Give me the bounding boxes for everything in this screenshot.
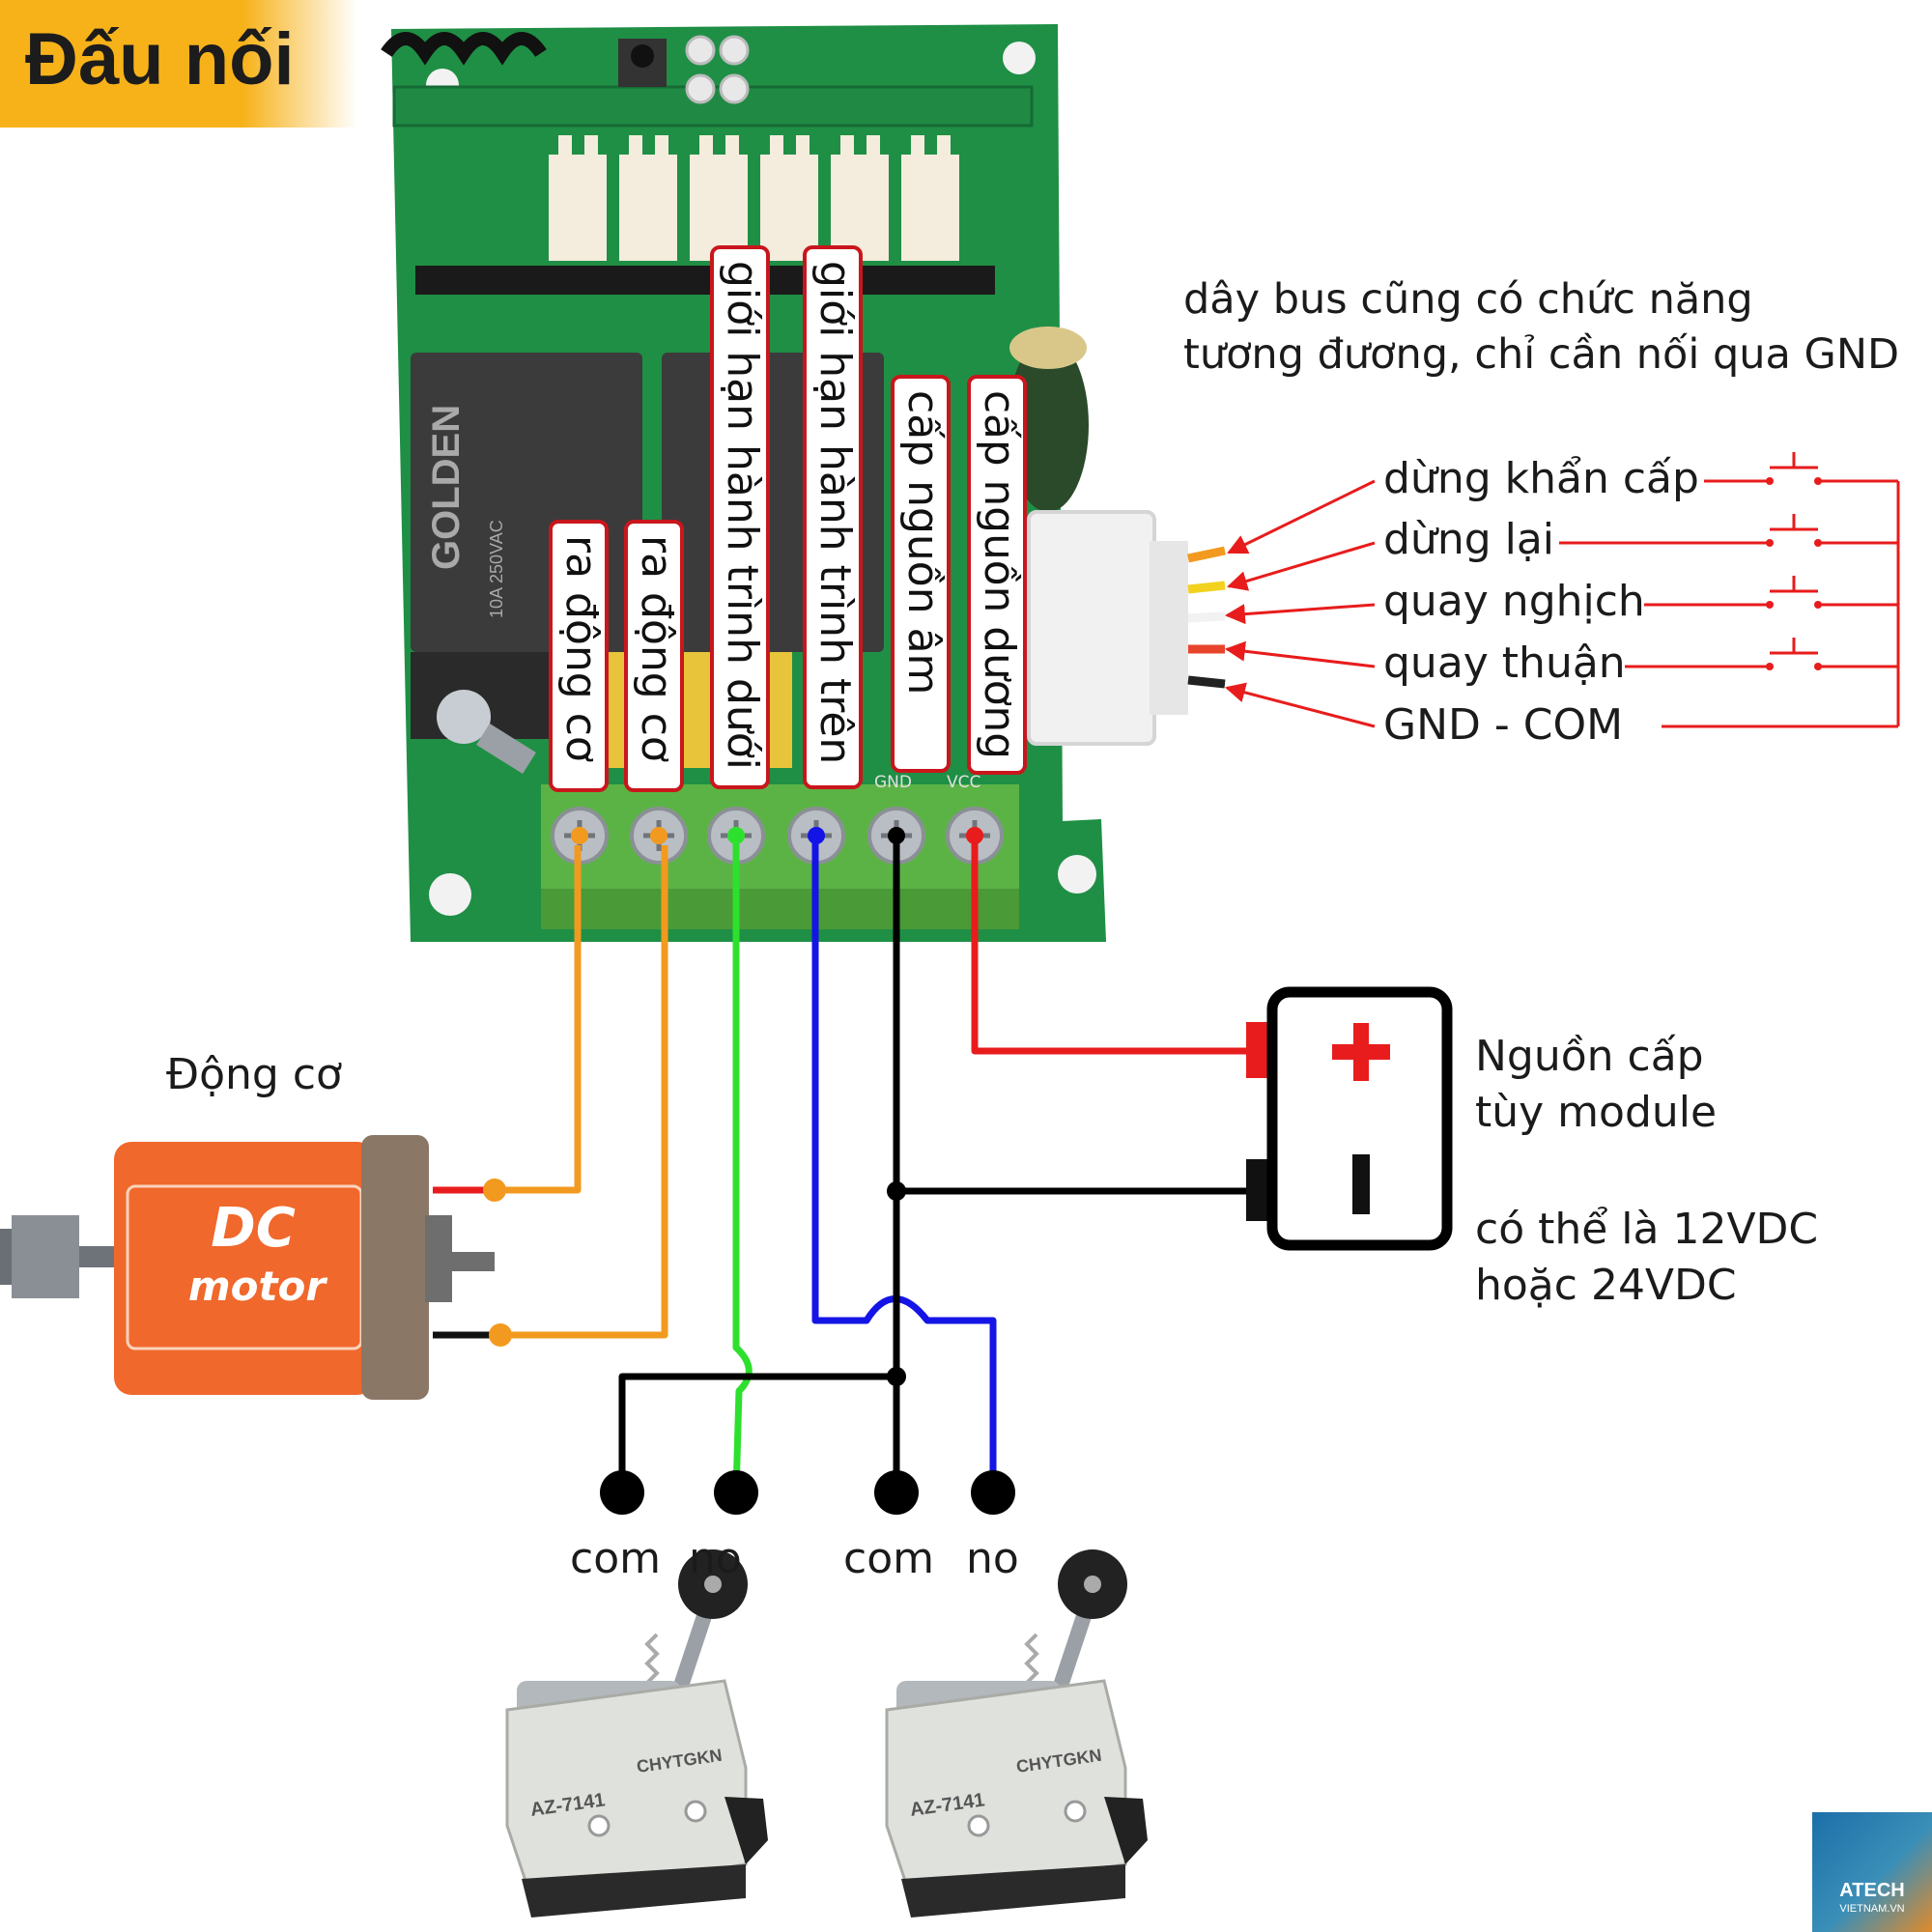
terminal-label-power-neg: cấp nguồn âm — [891, 375, 951, 773]
minus-icon — [1352, 1154, 1370, 1214]
logo-site: VIETNAM.VN — [1839, 1903, 1905, 1915]
gear-icon — [12, 1215, 79, 1298]
switch2-no-label: no — [966, 1534, 1019, 1583]
wire-black-com — [618, 1373, 896, 1492]
antenna-coil — [381, 32, 547, 66]
mount-hole — [429, 873, 471, 916]
bus-note-line-2: tương đương, chỉ cần nối qua GND — [1183, 330, 1900, 379]
wire-green — [732, 836, 753, 1493]
bus-arrow — [1224, 682, 1376, 728]
terminal-screw — [630, 807, 688, 865]
bus-note-line-1: dây bus cũng có chức năng — [1183, 275, 1753, 324]
switch-terminal-dot — [971, 1470, 1015, 1515]
power-line-1: Nguồn cấp — [1475, 1032, 1704, 1081]
terminal-label-text: cấp nguồn âm — [898, 390, 948, 695]
wires — [495, 834, 1246, 1493]
power-line-4: có thể là 12VDC — [1475, 1205, 1819, 1254]
junction-dot — [887, 1367, 906, 1386]
optocoupler-row — [549, 135, 959, 261]
brand-logo: ATECH VIETNAM.VN — [1812, 1812, 1932, 1932]
power-line-5: hoặc 24VDC — [1475, 1261, 1737, 1310]
bus-arrow — [1224, 603, 1376, 625]
terminal-labels: ra động cơ ra động cơ giới hạn hành trình … — [549, 245, 1027, 792]
motor-label-dc: DC — [211, 1197, 296, 1260]
power-supply-box — [1246, 986, 1453, 1251]
bus-arrow — [1226, 541, 1376, 591]
switch-terminals — [600, 1470, 1015, 1515]
switch2-com-label: com — [843, 1534, 934, 1583]
terminal-label-text: ra động cơ — [632, 535, 681, 762]
bus-arrow — [1224, 640, 1376, 668]
terminal-label-motor-out-1: ra động cơ — [549, 520, 609, 792]
ceramic-component — [437, 690, 491, 744]
terminal-label-power-pos: cấp nguồn dương — [967, 375, 1027, 775]
power-line-2: tùy module — [1475, 1088, 1718, 1137]
bus-input-reverse: quay nghịch — [1383, 577, 1645, 626]
title-badge: Đấu nối — [0, 0, 357, 128]
bus-connector — [1027, 510, 1226, 746]
terminal-block — [541, 784, 1019, 929]
bus-input-gnd-com: GND - COM — [1383, 700, 1624, 750]
svg-text:10A 250VAC: 10A 250VAC — [487, 520, 506, 618]
pin-header — [415, 266, 995, 295]
terminal-label-limit-high: giới hạn hành trình trên — [803, 245, 863, 789]
wire-red — [971, 836, 1246, 1055]
electrolytic-capacitor — [1008, 327, 1089, 512]
switch-terminal-dot — [714, 1470, 758, 1515]
bus-input-wiring — [1224, 452, 1900, 728]
junction-dot — [887, 1181, 906, 1201]
bus-input-emergency-stop: dừng khẩn cấp — [1383, 454, 1699, 503]
switch1-no-label: no — [689, 1534, 742, 1583]
switch-terminal-dot — [600, 1470, 644, 1515]
bus-input-forward: quay thuận — [1383, 639, 1626, 688]
relay-brand-text: GOLDEN — [425, 405, 468, 570]
switch1-com-label: com — [570, 1534, 661, 1583]
logo-name: ATECH — [1839, 1880, 1905, 1901]
push-button-icon — [1704, 452, 1898, 485]
motor-caption: Động cơ — [166, 1050, 342, 1099]
motor-label-motor: motor — [188, 1263, 328, 1310]
terminal-label-text: giới hạn hành trình dưới — [718, 261, 767, 770]
terminal-label-text: giới hạn hành trình trên — [810, 261, 860, 764]
push-button-icon — [1644, 576, 1898, 609]
wire-orange-2 — [500, 845, 668, 1339]
vcc-pcb-label: VCC — [947, 773, 980, 792]
switch-terminal-dot — [874, 1470, 919, 1515]
push-button-icon — [1559, 514, 1898, 547]
bus-input-stop: dừng lại — [1383, 515, 1555, 564]
push-button-icon — [1625, 638, 1898, 670]
dc-motor: DC motor — [0, 1135, 512, 1400]
terminal-label-text: cấp nguồn dương — [975, 390, 1024, 759]
wire-orange-1 — [495, 845, 582, 1194]
terminal-label-text: ra động cơ — [556, 535, 606, 762]
mount-hole — [1058, 855, 1096, 894]
bus-arrow — [1227, 479, 1376, 554]
gnd-pcb-label: GND — [874, 773, 912, 792]
mount-hole — [1003, 42, 1036, 74]
terminal-label-limit-low: giới hạn hành trình dưới — [710, 245, 770, 789]
terminal-label-motor-out-2: ra động cơ — [624, 520, 684, 792]
page-title: Đấu nối — [25, 18, 295, 100]
